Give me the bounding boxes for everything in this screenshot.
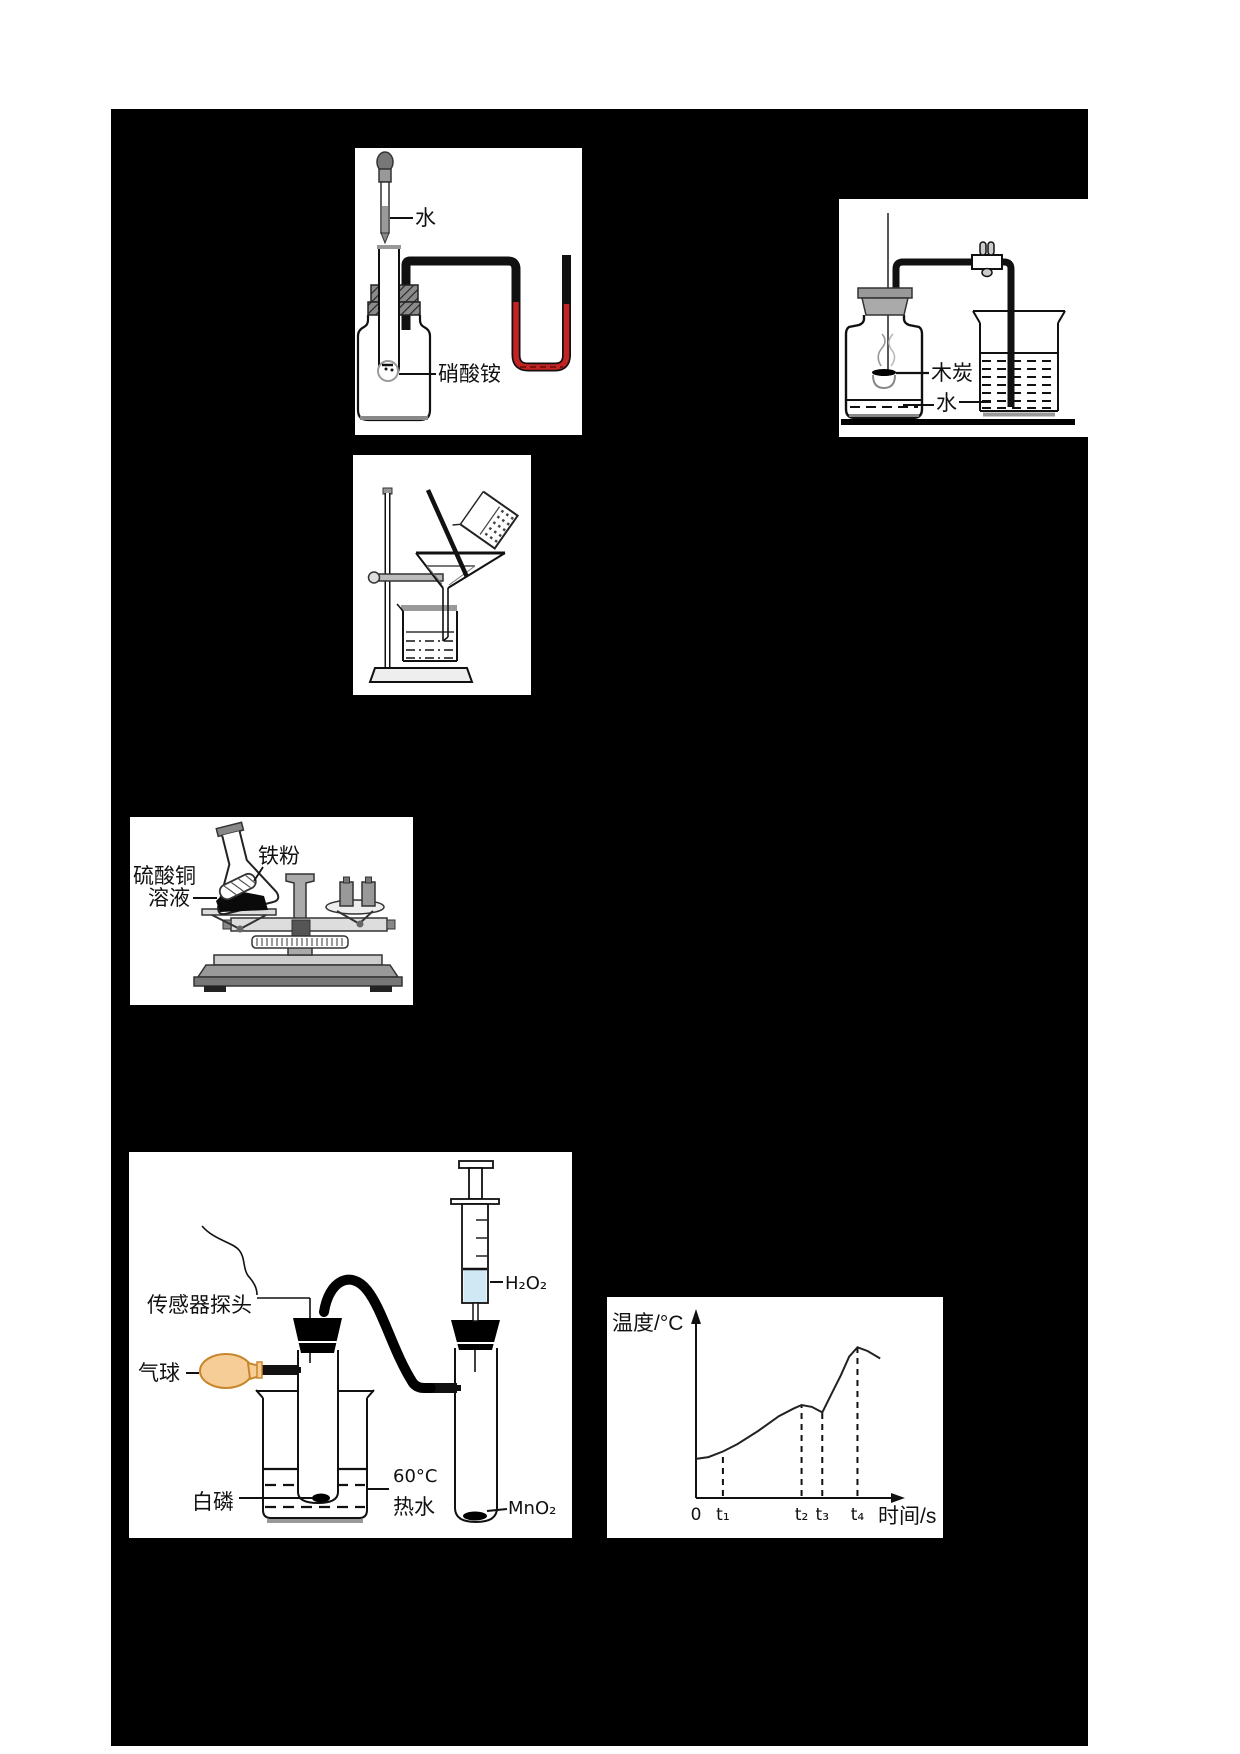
charcoal-apparatus-drawing: 木炭 水 <box>841 213 1075 425</box>
iron-leader-line <box>253 866 264 882</box>
tick-t4: t₄ <box>851 1505 865 1525</box>
filtrate-lines <box>406 640 454 659</box>
mno2-test-tube <box>454 1348 498 1524</box>
h2o2-label: H₂O₂ <box>505 1273 547 1294</box>
ring-clamp <box>367 571 444 584</box>
cuso4-label-line2: 溶液 <box>148 887 190 910</box>
phosphorus-test-tube <box>297 1350 339 1505</box>
left-pan <box>201 908 277 933</box>
test-tube2-stopper <box>451 1320 500 1350</box>
panel-filtration <box>353 455 531 695</box>
weights-icon <box>339 876 376 907</box>
temperature-time-chart: 温度/°C 时间/s 0 t₁ t₂ t₃ t₄ <box>612 1309 936 1528</box>
balance-base <box>193 954 403 992</box>
mno2-leader-line <box>486 1508 508 1512</box>
balloon-icon <box>199 1353 263 1389</box>
guide-lines <box>721 1347 859 1496</box>
axes <box>691 1309 905 1503</box>
temp-60c-label: 60°C <box>393 1466 437 1487</box>
sensor-wire <box>201 1225 311 1363</box>
x-axis-arrow <box>891 1493 905 1503</box>
dropper-icon <box>376 151 394 245</box>
balloon-label: 气球 <box>138 1362 180 1385</box>
temperature-curve <box>695 1346 881 1460</box>
funnel-with-filter-paper <box>415 551 506 642</box>
water-beaker <box>972 310 1066 417</box>
syringe-icon <box>450 1160 500 1322</box>
mno2-label: MnO₂ <box>508 1498 556 1519</box>
bottle-stopper <box>857 287 913 316</box>
liquid-dots <box>483 509 514 545</box>
red-manometer-liquid <box>513 302 570 370</box>
white-phosphorus-label: 白磷 <box>192 1491 234 1514</box>
balance-apparatus-drawing: 硫酸铜 溶液 铁粉 <box>133 821 403 992</box>
y-axis-label: 温度/°C <box>612 1312 683 1335</box>
panel-phosphorus-o2-sensor: 传感器探头 气球 白磷 60°C 热水 H₂O₂ MnO₂ <box>129 1152 572 1538</box>
balance-beam <box>222 917 396 946</box>
panel-balance-conservation: 硫酸铜 溶液 铁粉 <box>130 817 413 1005</box>
phosphorus-apparatus-drawing: 传感器探头 气球 白磷 60°C 热水 H₂O₂ MnO₂ <box>138 1160 556 1524</box>
sliding-ruler <box>251 935 349 949</box>
mno2-blob <box>463 1511 487 1521</box>
balance-pillar <box>285 873 315 956</box>
panel-nh4no3-dissolution: 水 硝酸铵 <box>355 148 582 435</box>
delivery-tube <box>892 241 1015 407</box>
nh4no3-apparatus-drawing: 水 硝酸铵 <box>356 151 571 422</box>
tick-0: 0 <box>691 1505 702 1525</box>
gas-collecting-bottle <box>844 315 924 420</box>
stopcock-valve-icon <box>971 241 1003 278</box>
tick-t3: t₃ <box>816 1505 829 1525</box>
water-label: 水 <box>415 207 436 230</box>
panel-charcoal-combustion: 木炭 水 <box>839 199 1088 437</box>
receiving-beaker <box>396 603 458 662</box>
cuso4-label-line1: 硫酸铜 <box>133 865 196 888</box>
test-tube1-stopper <box>293 1318 342 1353</box>
sensor-probe-label: 传感器探头 <box>147 1294 252 1317</box>
h2o2-liquid <box>463 1270 487 1302</box>
combustion-spoon-with-charcoal <box>872 369 896 390</box>
y-axis-arrow <box>691 1309 701 1324</box>
iron-powder-label: 铁粉 <box>258 845 300 868</box>
smoke-wisps-icon <box>877 333 896 367</box>
rubber-tube <box>319 1274 436 1393</box>
glass-rod <box>425 489 470 578</box>
hot-water-label: 热水 <box>393 1496 435 1519</box>
pouring-beaker <box>452 490 520 550</box>
u-tube-manometer <box>401 255 571 372</box>
panel-temperature-time-graph: 温度/°C 时间/s 0 t₁ t₂ t₃ t₄ <box>607 1297 943 1538</box>
tick-t1: t₁ <box>716 1505 729 1525</box>
tick-t2: t₂ <box>795 1505 808 1525</box>
bench-line <box>841 419 1075 425</box>
ammonium-nitrate-label: 硝酸铵 <box>438 363 501 386</box>
water-label: 水 <box>936 392 957 415</box>
charcoal-label: 木炭 <box>931 362 973 385</box>
white-phosphorus-blob <box>312 1493 330 1503</box>
erlenmeyer-flask <box>215 821 280 916</box>
inner-test-tube <box>377 245 401 382</box>
filtration-apparatus-drawing <box>367 487 520 683</box>
x-axis-label: 时间/s <box>878 1505 936 1528</box>
beaker-water-dashes <box>982 360 1056 409</box>
